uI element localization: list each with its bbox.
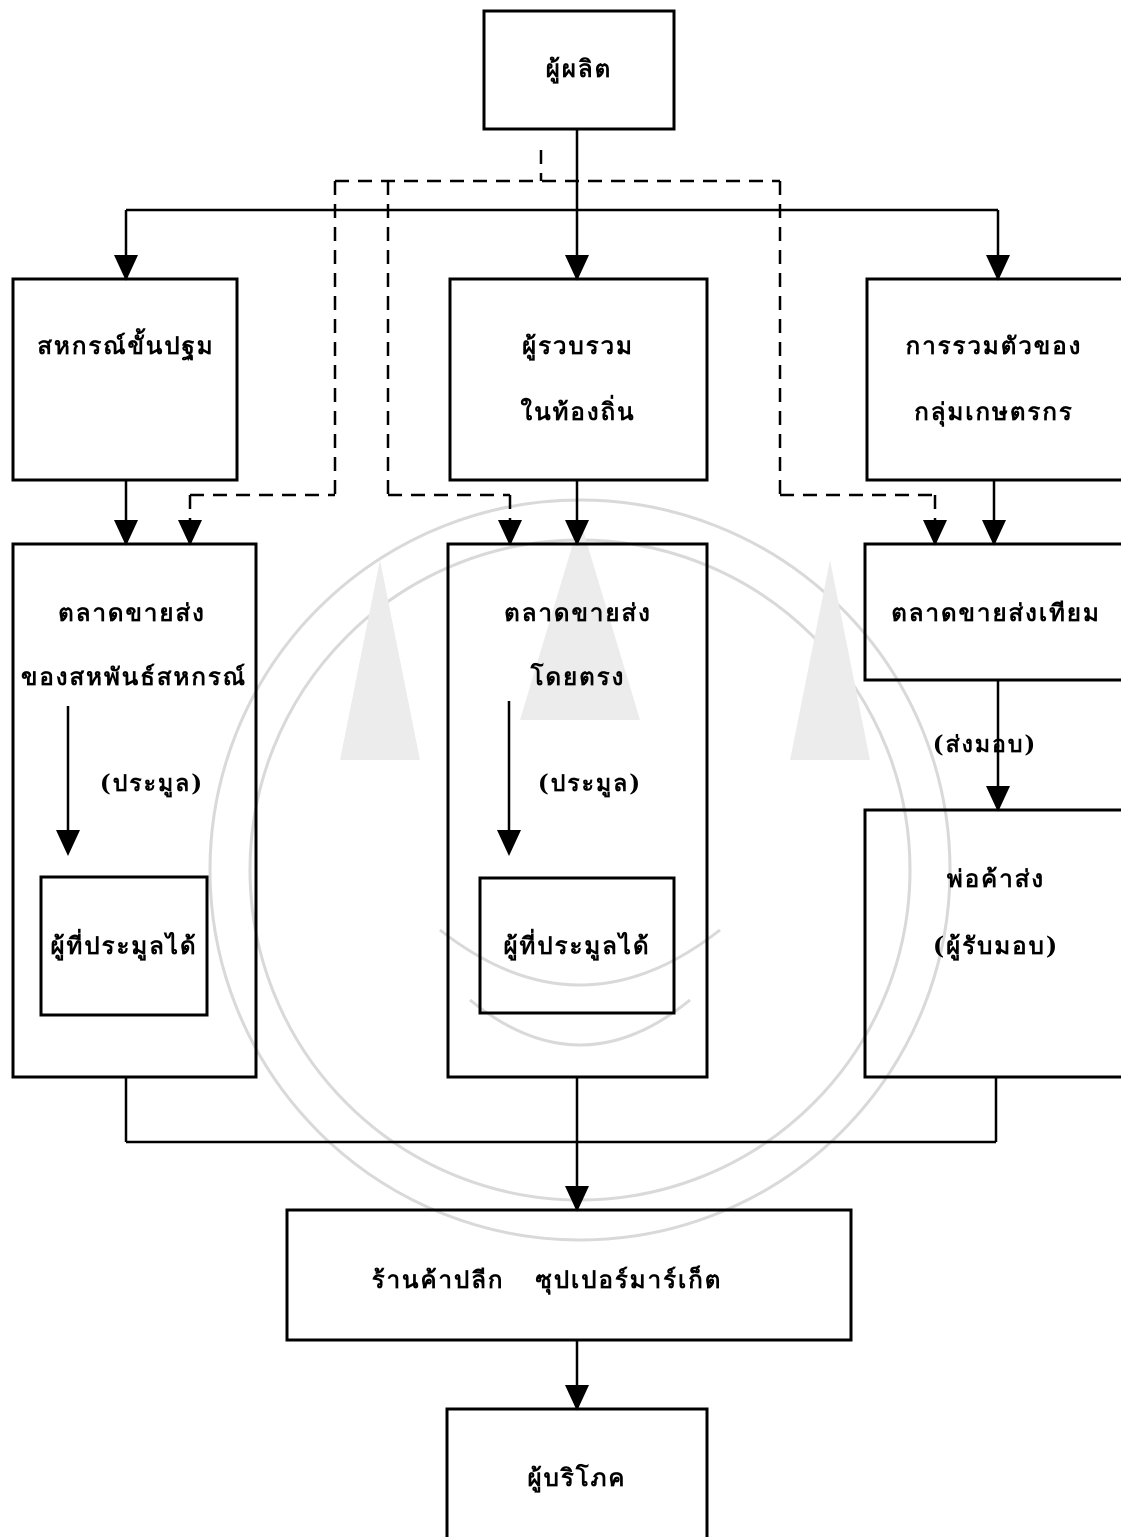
pseudo-wholesale-market-box	[863, 542, 1121, 682]
auction-winner-box-left	[39, 875, 209, 1017]
primary-coop-box	[11, 277, 239, 482]
solid-connectors	[66, 129, 1000, 1385]
arrow-dashed-to-coop-federation-market	[178, 520, 202, 546]
local-collector-label-line1: ผู้รวบรวม	[522, 331, 634, 361]
coop-federation-market-label-line1: ตลาดขายส่ง	[58, 598, 206, 627]
arrow-dashed-to-direct-market	[498, 520, 522, 546]
arrow-to-coop-federation-market	[114, 520, 138, 546]
auction-winner-label-middle: ผู้ที่ประมูลได้	[503, 928, 650, 961]
delivery-note: (ส่งมอบ)	[933, 731, 1038, 758]
farmer-group-label-line1: การรวมตัวของ	[906, 331, 1083, 360]
producer-box	[482, 9, 676, 131]
arrow-to-wholesaler	[986, 786, 1010, 812]
watermark-seal	[208, 498, 952, 1242]
arrowheads	[56, 255, 1010, 1411]
retail-box	[285, 1208, 853, 1342]
retail-label: ร้านค้าปลีก ซุปเปอร์มาร์เก็ต	[372, 1265, 723, 1296]
arrow-to-farmer-group	[986, 255, 1010, 281]
arrow-dashed-to-pseudo-market	[923, 520, 947, 546]
dashed-connectors	[188, 150, 937, 520]
coop-federation-market-box	[11, 542, 258, 1079]
farmer-group-label-line2: กลุ่มเกษตรกร	[914, 397, 1074, 428]
farmer-group-box	[865, 277, 1121, 482]
arrow-to-primary-coop	[114, 255, 138, 281]
auction-note-left: (ประมูล)	[100, 770, 204, 798]
producer-label: ผู้ผลิต	[546, 54, 612, 84]
arrow-auction-middle	[497, 830, 521, 856]
wholesaler-label-line2: (ผู้รับมอบ)	[933, 931, 1059, 961]
pseudo-market-label: ตลาดขายส่งเทียม	[891, 598, 1101, 627]
local-collector-label-line2: ในท้องถิ่น	[520, 394, 635, 426]
primary-coop-label: สหกรณ์ขั้นปฐม	[37, 327, 214, 362]
auction-winner-box-middle	[478, 876, 676, 1015]
arrow-to-consumer	[565, 1385, 589, 1411]
direct-market-label-line1: ตลาดขายส่ง	[504, 598, 652, 627]
arrow-to-local-collector	[565, 255, 589, 281]
arrow-to-direct-market	[565, 520, 589, 546]
auction-winner-label-left: ผู้ที่ประมูลได้	[50, 928, 197, 961]
arrow-to-retail	[565, 1186, 589, 1212]
coop-federation-market-label-line2: ของสหพันธ์สหกรณ์	[21, 662, 247, 691]
arrow-to-pseudo-market	[982, 520, 1006, 546]
local-collector-box	[448, 277, 709, 482]
wholesaler-label-line1: พ่อค้าส่ง	[947, 864, 1045, 893]
direct-market-label-line2: โดยตรง	[530, 662, 626, 691]
auction-note-middle: (ประมูล)	[538, 770, 642, 798]
arrow-auction-left	[56, 830, 80, 856]
consumer-label: ผู้บริโภค	[528, 1463, 627, 1493]
